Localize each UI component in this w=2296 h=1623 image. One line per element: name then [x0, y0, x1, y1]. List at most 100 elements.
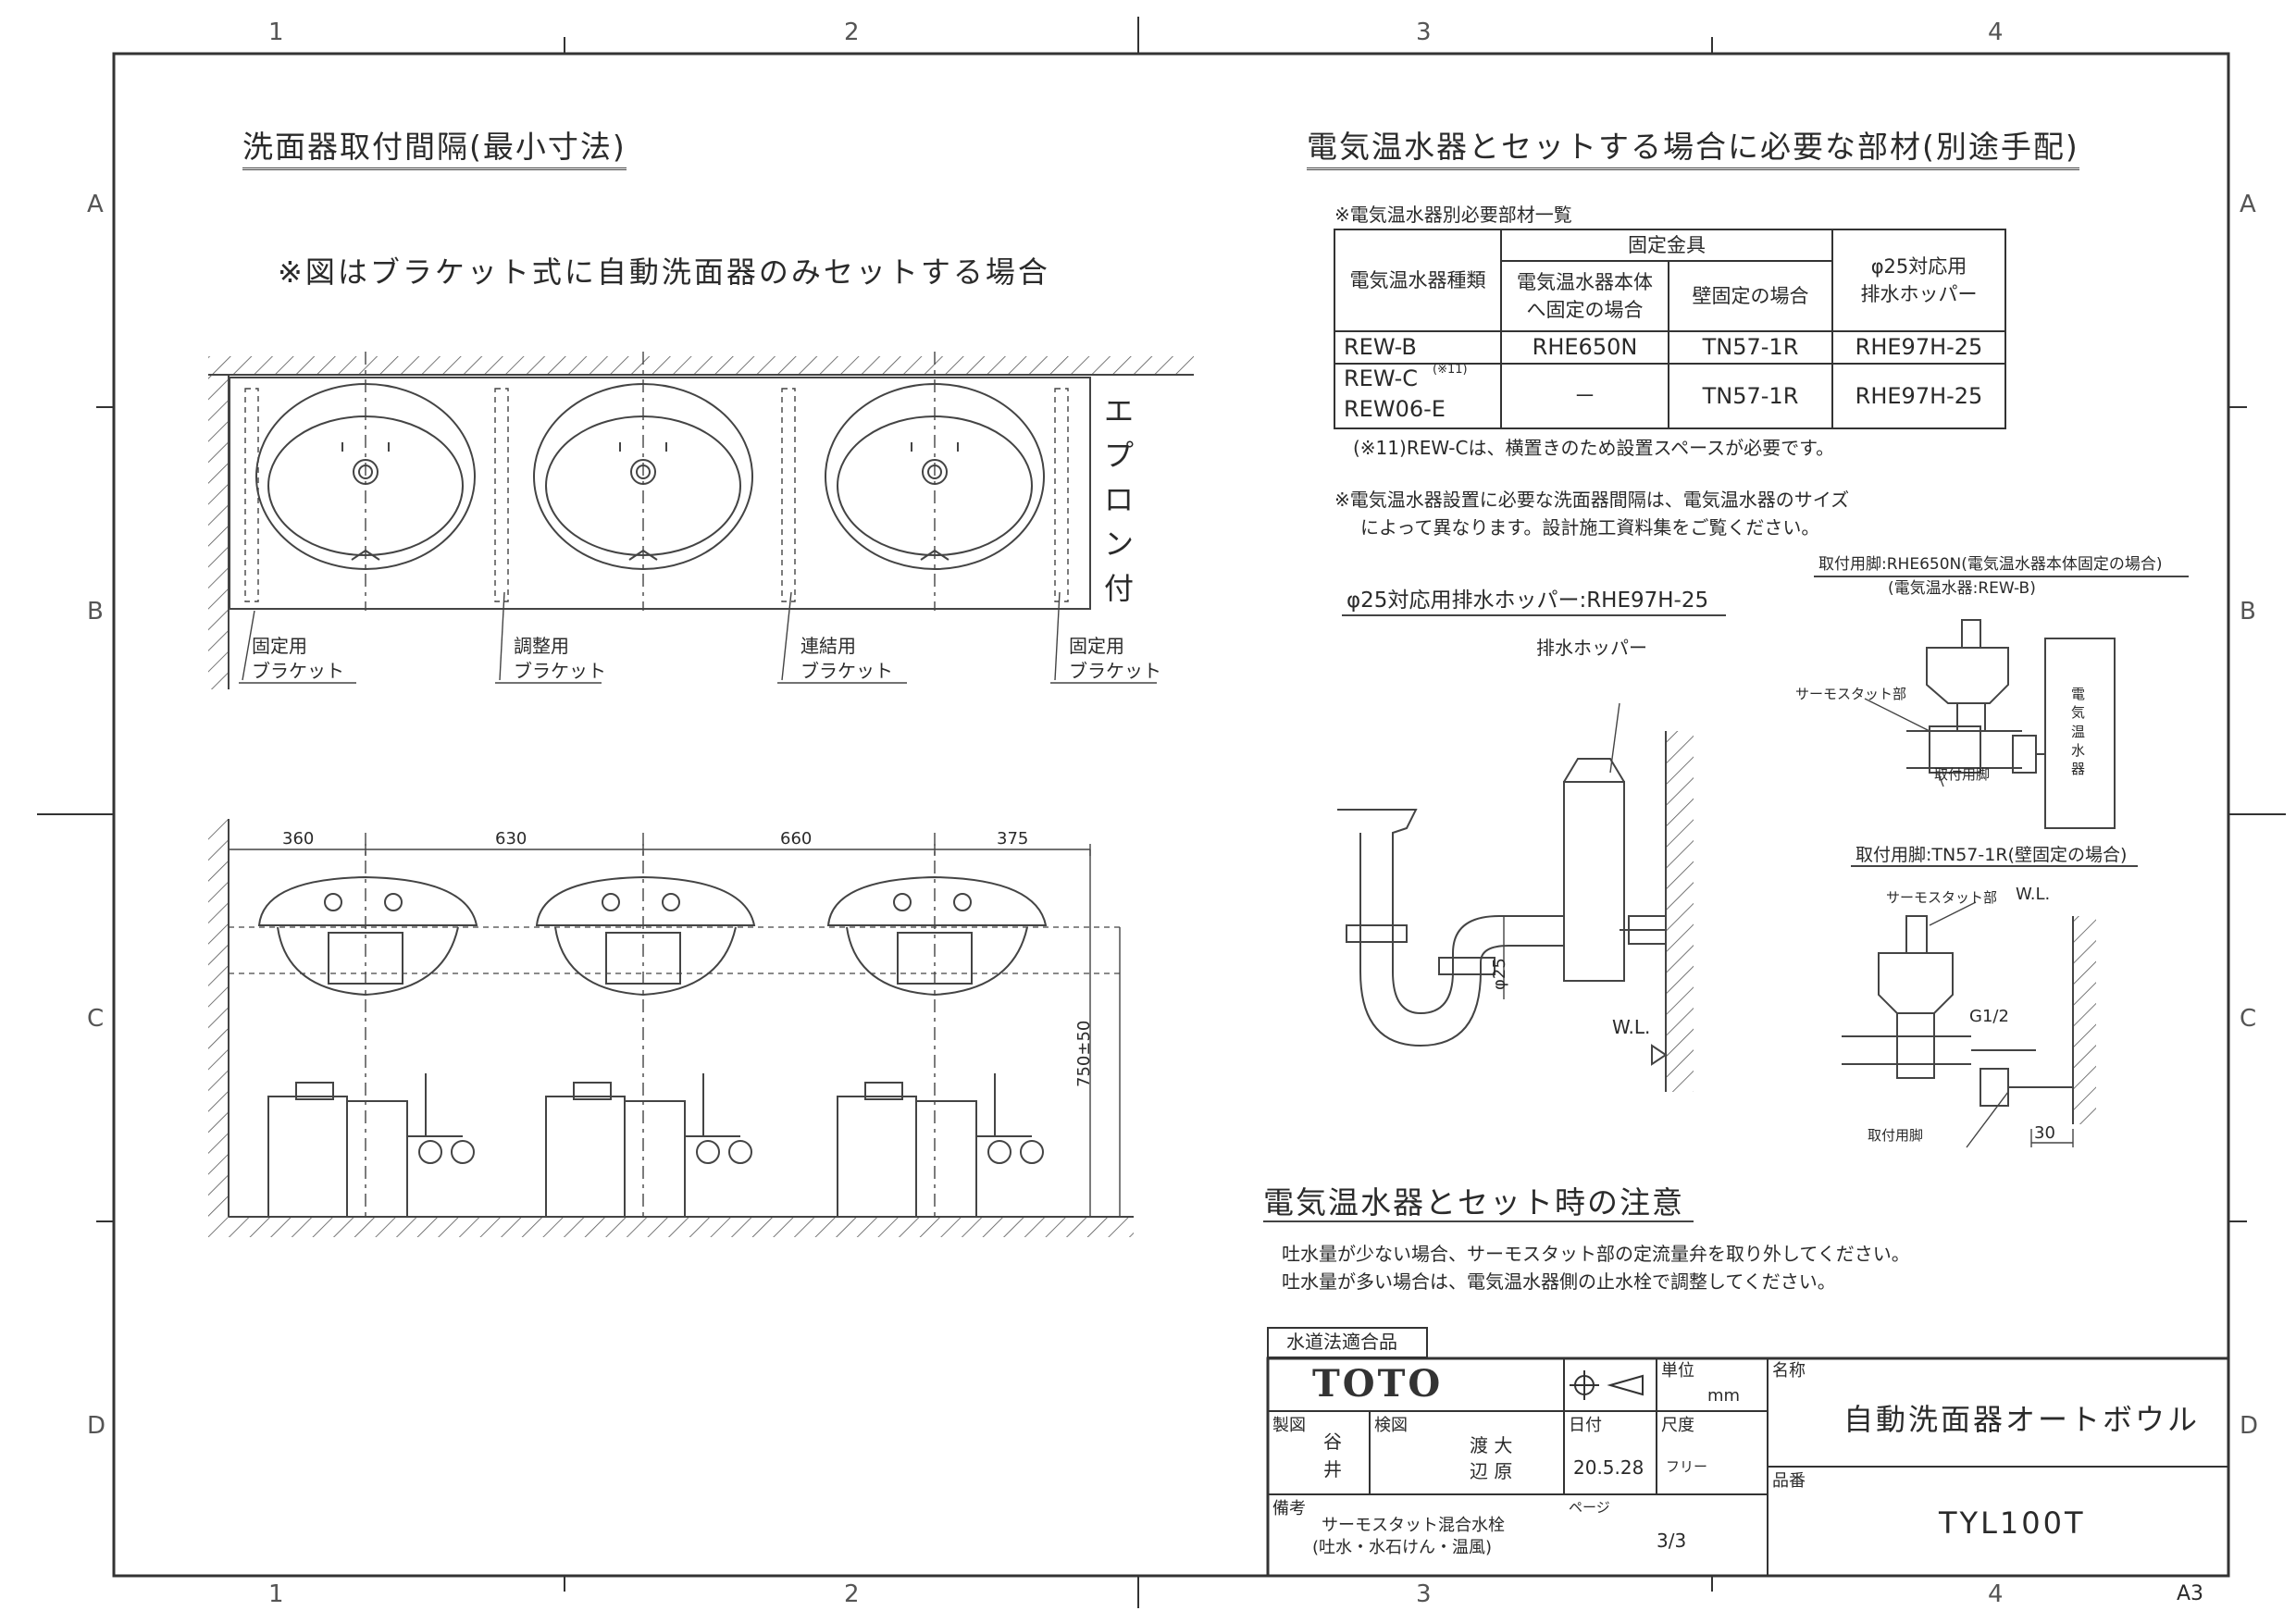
- part-number: TYL100T: [1939, 1505, 2086, 1541]
- bracket-2-line1: 調整用: [514, 635, 569, 657]
- remarks-line-2: (吐水・水石けん・温風): [1312, 1538, 1493, 1557]
- detail1-sub: (電気温水器:REW-B): [1888, 579, 2036, 598]
- sheet-size: A3: [2177, 1582, 2204, 1605]
- page-label: ページ: [1569, 1499, 1610, 1516]
- td-r2-type-line1: REW-C: [1344, 365, 1419, 391]
- table-footnote: (※11)REW-Cは、横置きのため設置スペースが必要です。: [1353, 437, 1835, 459]
- td-r1-body: RHE650N: [1532, 334, 1638, 361]
- grid-col-3-top: 3: [1416, 19, 1432, 46]
- grid-col-1-bottom: 1: [268, 1580, 284, 1608]
- th-body-line1: 電気温水器本体: [1517, 270, 1653, 293]
- bracket-3-line1: 連結用: [800, 635, 856, 657]
- remarks-label: 備考: [1272, 1499, 1306, 1518]
- detail2-g12: G1/2: [1969, 1007, 2009, 1026]
- unit-value: mm: [1707, 1386, 1741, 1406]
- detail1-title: 取付用脚:RHE650N(電気温水器本体固定の場合): [1818, 555, 2163, 574]
- bracket-4-line1: 固定用: [1069, 635, 1124, 657]
- detail2-drawing: [1842, 901, 2096, 1148]
- th-type: 電気温水器種類: [1349, 268, 1486, 291]
- td-r2-type-line2: REW06-E: [1344, 396, 1446, 422]
- wl-label: W.L.: [1612, 1016, 1651, 1038]
- th-wall: 壁固定の場合: [1692, 284, 1809, 307]
- drafted-1: 谷: [1323, 1431, 1342, 1453]
- td-r1-wall: TN57-1R: [1702, 334, 1799, 361]
- bracket-2-line2: ブラケット: [514, 660, 606, 682]
- grid-row-c-right: C: [2240, 1005, 2257, 1033]
- right-section-title: 電気温水器とセットする場合に必要な部材(別途手配): [1307, 131, 2079, 170]
- basin-elev-3: [826, 875, 1048, 1218]
- basin-elev-2: [535, 875, 756, 1218]
- unit-label: 単位: [1661, 1361, 1694, 1381]
- grid-row-a-right: A: [2240, 191, 2256, 218]
- toto-logo: TOTO: [1312, 1362, 1444, 1406]
- remarks-line-1: サーモスタット混合水栓: [1322, 1516, 1505, 1535]
- dim-630: 630: [495, 829, 527, 849]
- th-hopper: φ25対応用 排水ホッパー: [1832, 229, 2005, 331]
- part-label: 品番: [1772, 1471, 1806, 1491]
- th-body-line2: へ固定の場合: [1526, 299, 1644, 321]
- grid-col-3-bottom: 3: [1416, 1580, 1432, 1608]
- hopper-title: φ25対応用排水ホッパー:RHE97H-25: [1347, 588, 1709, 613]
- sheet-frame: [37, 17, 2286, 1608]
- td-r1-type: REW-B: [1344, 334, 1417, 361]
- basin-plan-2: [533, 383, 753, 570]
- grid-row-d-right: D: [2240, 1412, 2259, 1440]
- bracket-1-line1: 固定用: [252, 635, 307, 657]
- basin-plan-1: [255, 383, 476, 570]
- detail1-thermo-label: サーモスタット部: [1795, 686, 1907, 702]
- td-r2-sup: (※11): [1433, 363, 1468, 377]
- parts-table-lines: [1334, 229, 2006, 429]
- detail2-dim30: 30: [2034, 1123, 2055, 1143]
- bracket-3-line2: ブラケット: [800, 660, 893, 682]
- td-r1-hopper: RHE97H-25: [1855, 334, 1983, 361]
- grid-col-2-top: 2: [844, 19, 860, 46]
- hopper-label: 排水ホッパー: [1536, 637, 1647, 659]
- left-section-title: 洗面器取付間隔(最小寸法): [242, 131, 627, 170]
- date-value: 20.5.28: [1573, 1456, 1644, 1479]
- grid-row-a-left: A: [87, 191, 104, 218]
- date-label: 日付: [1569, 1416, 1602, 1435]
- checked-1: 渡 大: [1470, 1434, 1513, 1456]
- th-body: 電気温水器本体 へ固定の場合: [1501, 261, 1669, 331]
- note-line-1: ※電気温水器設置に必要な洗面器間隔は、電気温水器のサイズ: [1334, 489, 1850, 511]
- grid-col-4-top: 4: [1988, 19, 2004, 46]
- scale-label: 尺度: [1661, 1416, 1694, 1435]
- dim-660: 660: [780, 829, 813, 849]
- detail2-thermo-label: サーモスタット部: [1886, 889, 1998, 906]
- th-hopper-line1: φ25対応用: [1870, 254, 1967, 278]
- td-r2-body: －: [1573, 382, 1596, 409]
- grid-row-b-left: B: [87, 598, 104, 626]
- grid-row-c-left: C: [87, 1005, 105, 1033]
- detail1-drawing: [1864, 619, 2116, 829]
- dim-375: 375: [997, 829, 1029, 849]
- phi25-label: φ25: [1490, 958, 1509, 990]
- drafted-label: 製図: [1272, 1416, 1306, 1435]
- detail2-title: 取付用脚:TN57-1R(壁固定の場合): [1855, 845, 2128, 865]
- title-block-lines: [1266, 1327, 2230, 1578]
- basin-plan-3: [825, 383, 1045, 570]
- td-r2-hopper: RHE97H-25: [1855, 382, 1983, 409]
- left-note: ※図はブラケット式に自動洗面器のみセットする場合: [278, 254, 1050, 290]
- dim-height: 750±50: [1074, 1020, 1094, 1087]
- hopper-drawing: [1337, 702, 1694, 1092]
- basin-elev-1: [257, 875, 478, 1218]
- table-caption: ※電気温水器別必要部材一覧: [1334, 204, 1572, 226]
- detail2-wl: W.L.: [2016, 885, 2051, 904]
- bracket-1-line2: ブラケット: [252, 660, 344, 682]
- elevation-view: [208, 819, 1134, 1237]
- note-line-2: によって異なります。設計施工資料集をご覧ください。: [1360, 516, 1820, 539]
- detail1-leg-label: 取付用脚: [1934, 766, 1991, 783]
- grid-row-b-right: B: [2240, 598, 2256, 626]
- dim-360: 360: [282, 829, 315, 849]
- detail2-leg-label: 取付用脚: [1868, 1127, 1924, 1144]
- compliance-tag: 水道法適合品: [1286, 1331, 1397, 1353]
- grid-col-2-bottom: 2: [844, 1580, 860, 1608]
- plan-view: [208, 352, 1194, 689]
- checked-label: 検図: [1374, 1416, 1408, 1435]
- th-group: 固定金具: [1628, 233, 1706, 256]
- drafted-2: 井: [1323, 1458, 1342, 1481]
- caution-line-2: 吐水量が多い場合は、電気温水器側の止水栓で調整してください。: [1282, 1270, 1836, 1293]
- th-hopper-line2: 排水ホッパー: [1860, 283, 1978, 305]
- product-name: 自動洗面器オートボウル: [1843, 1402, 2201, 1437]
